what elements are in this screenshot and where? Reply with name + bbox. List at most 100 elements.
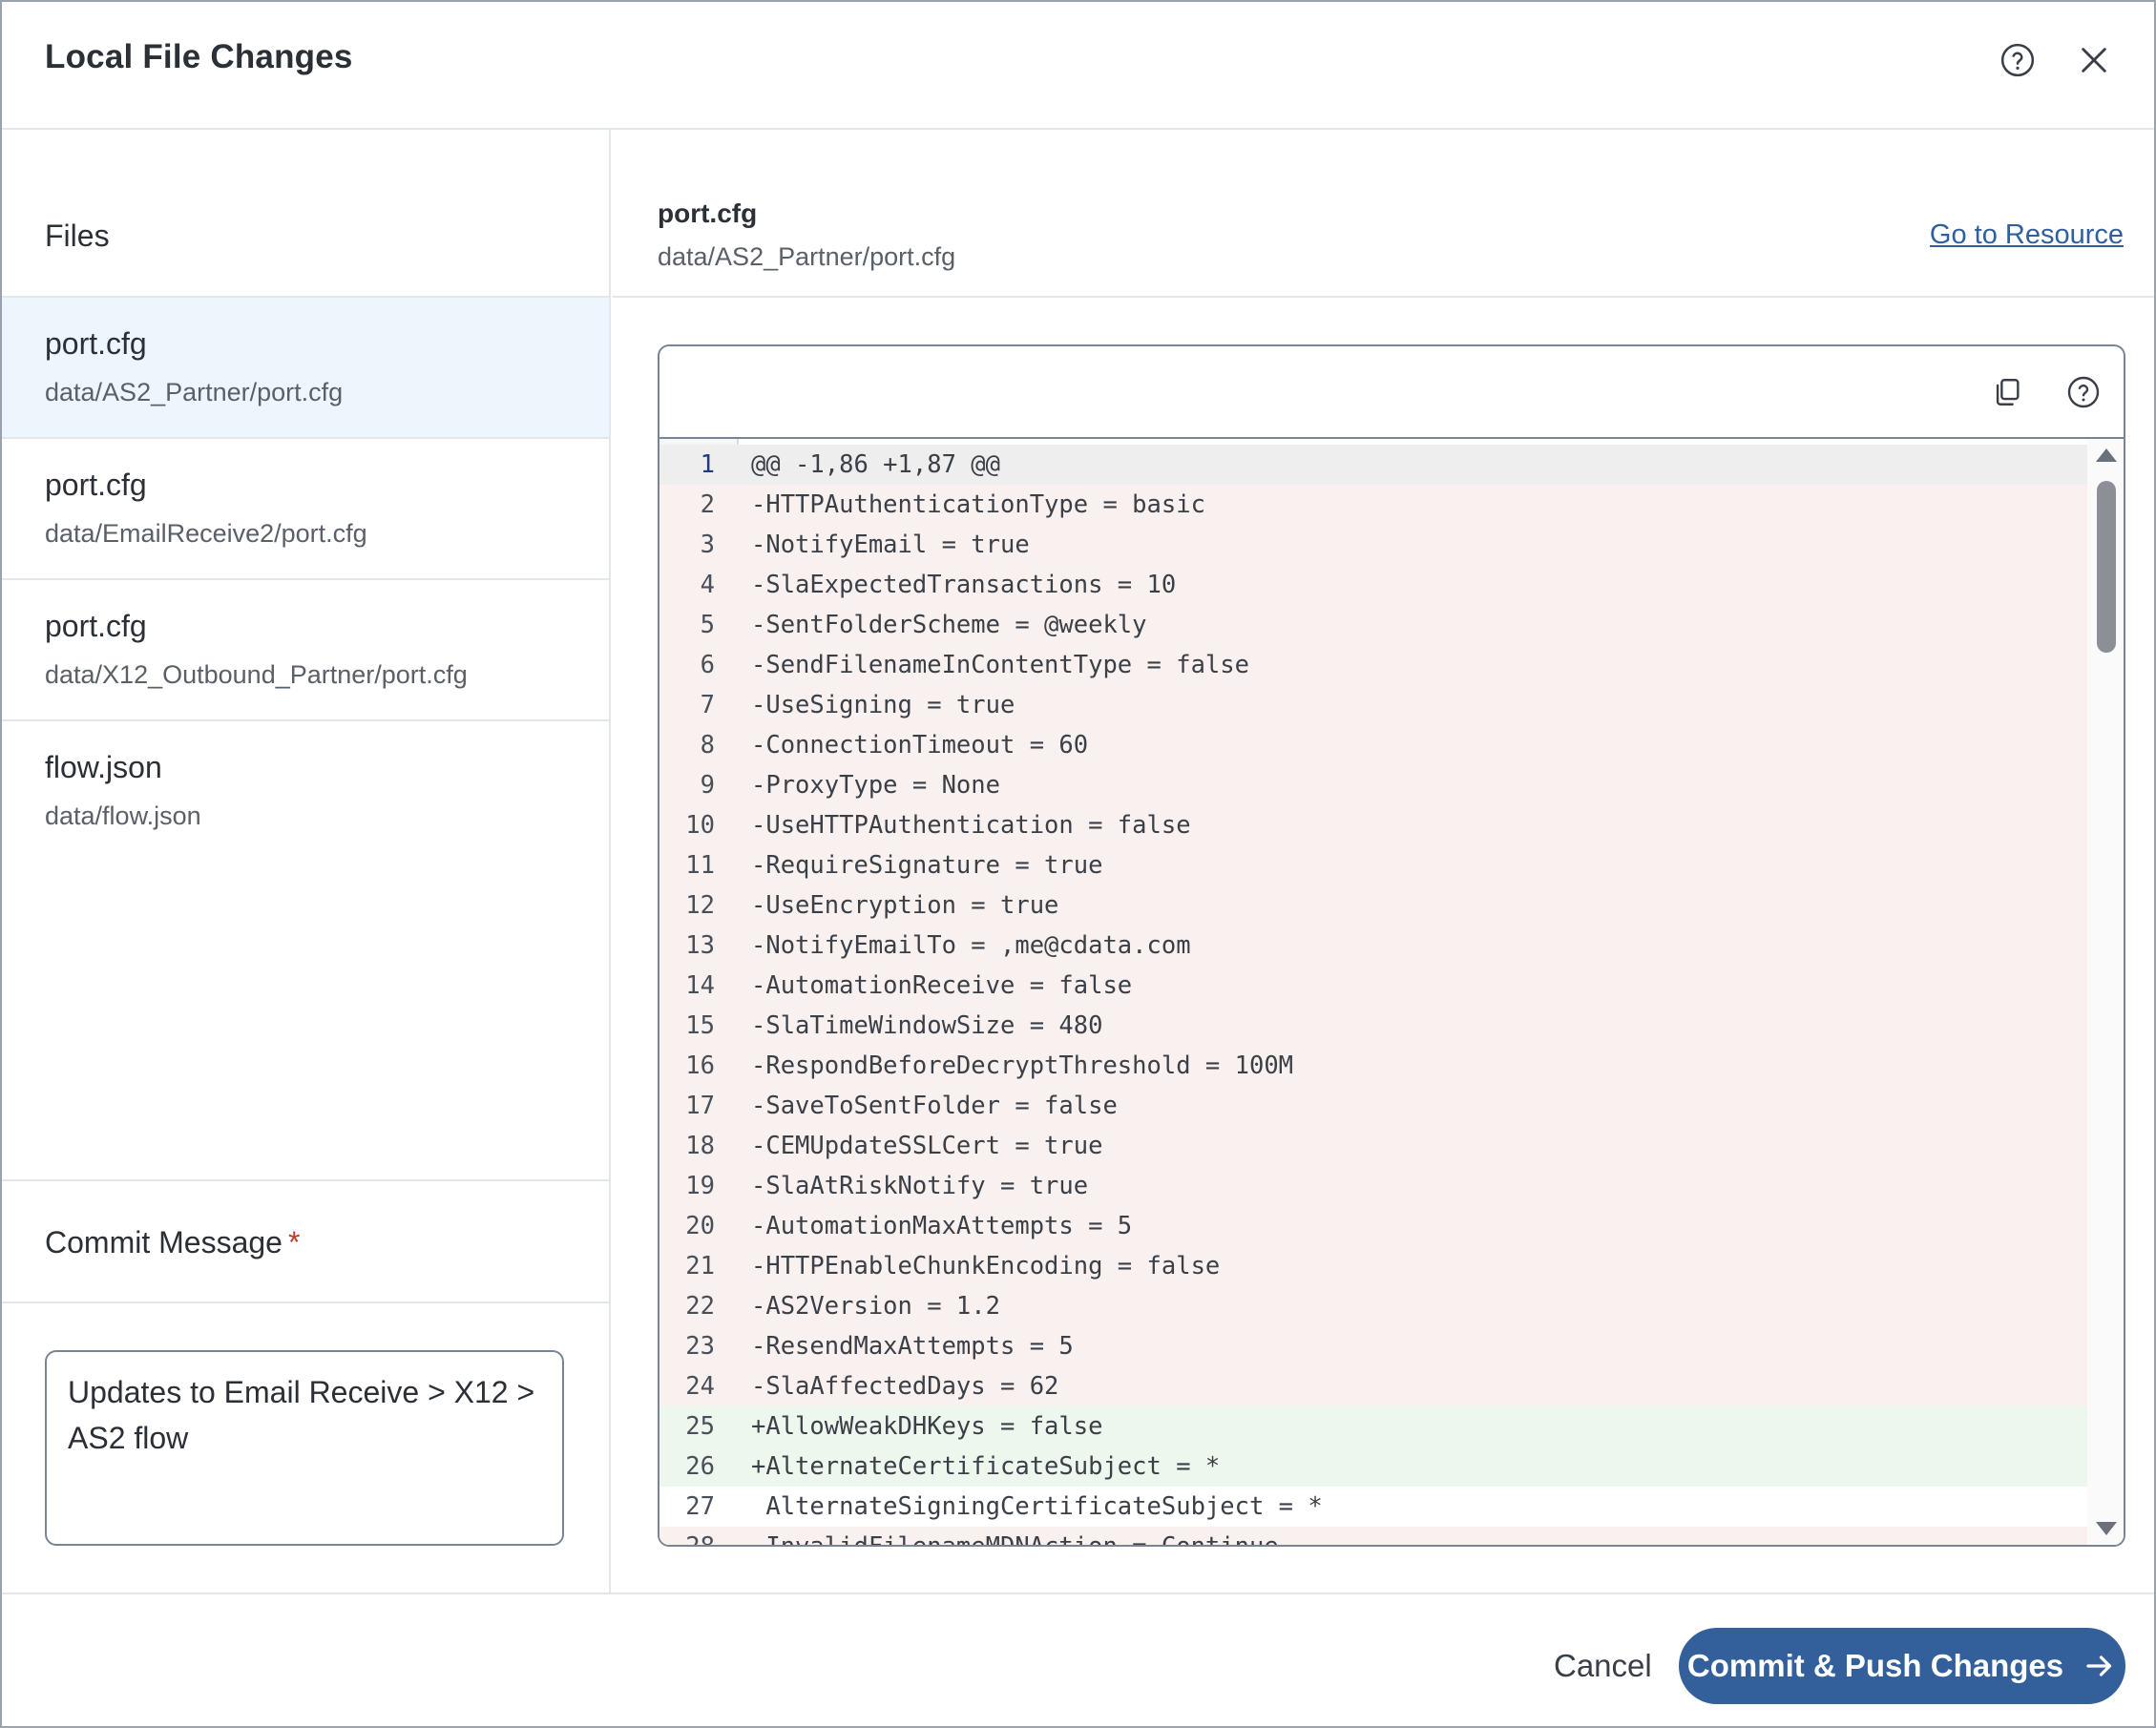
file-name: port.cfg bbox=[45, 326, 147, 361]
scroll-up-arrow-icon[interactable] bbox=[2096, 448, 2117, 462]
diff-line: 13-NotifyEmailTo = ,me@cdata.com bbox=[659, 926, 2089, 966]
commit-message-label: Commit Message* bbox=[45, 1225, 300, 1260]
file-item-email-receive2[interactable]: port.cfg data/EmailReceive2/port.cfg bbox=[2, 439, 609, 580]
diff-line: 14-AutomationReceive = false bbox=[659, 966, 2089, 1006]
copy-button[interactable] bbox=[1986, 371, 2028, 413]
copy-icon bbox=[1996, 379, 2020, 406]
help-circle-icon bbox=[2067, 376, 2100, 408]
line-number: 2 bbox=[700, 490, 715, 519]
diff-line: 26 +AlternateCertificateSubject = * bbox=[659, 1447, 2089, 1487]
line-number: 8 bbox=[700, 731, 715, 760]
editor-toolbar bbox=[659, 346, 2124, 439]
line-text: +AlternateCertificateSubject = * bbox=[751, 1452, 1221, 1481]
line-text: -UseHTTPAuthentication = false bbox=[751, 811, 1191, 840]
file-name: port.cfg bbox=[45, 609, 147, 643]
line-text: -SlaTimeWindowSize = 480 bbox=[751, 1011, 1103, 1040]
diff-line: 11 -RequireSignature = true bbox=[659, 845, 2089, 885]
line-text: -HTTPEnableChunkEncoding = false bbox=[751, 1252, 1221, 1280]
diff-line: 19-SlaAtRiskNotify = true bbox=[659, 1166, 2089, 1206]
vertical-scrollbar[interactable] bbox=[2087, 439, 2124, 1545]
cancel-button[interactable]: Cancel bbox=[1554, 1648, 1652, 1683]
line-number: 5 bbox=[700, 611, 715, 639]
diff-code-area[interactable]: 1 @@ -1,86 +1,87 @@ 2 -HTTPAuthenticationTy… bbox=[659, 439, 2089, 1547]
line-number: 3 bbox=[700, 531, 715, 559]
line-text: -RequireSignature = true bbox=[751, 851, 1103, 880]
line-text: -RespondBeforeDecryptThreshold = 100M bbox=[751, 1051, 1294, 1080]
files-header: Files bbox=[2, 174, 609, 298]
line-text: -HTTPAuthenticationType = basic bbox=[751, 490, 1205, 519]
diff-line: 10-UseHTTPAuthentication = false bbox=[659, 805, 2089, 845]
dialog-title: Local File Changes bbox=[45, 38, 353, 75]
line-number: 18 bbox=[685, 1132, 715, 1160]
commit-push-button[interactable]: Commit & Push Changes bbox=[1679, 1628, 2125, 1704]
line-text: -SendFilenameInContentType = false bbox=[751, 651, 1249, 679]
line-text: @@ -1,86 +1,87 @@ bbox=[751, 450, 1000, 479]
line-text: -ProxyType = None bbox=[751, 771, 1000, 800]
line-number: 26 bbox=[685, 1452, 715, 1481]
file-item-x12-outbound-partner[interactable]: port.cfg data/X12_Outbound_Partner/port.… bbox=[2, 580, 609, 721]
line-text: -SaveToSentFolder = false bbox=[751, 1092, 1118, 1120]
commit-message-label-text: Commit Message bbox=[45, 1225, 283, 1260]
commit-message-input[interactable]: Updates to Email Receive > X12 > AS2 flo… bbox=[45, 1350, 564, 1546]
arrow-right-icon bbox=[2083, 1649, 2117, 1683]
files-panel: Files port.cfg data/AS2_Partner/port.cfg… bbox=[2, 130, 611, 1593]
diff-file-name: port.cfg bbox=[658, 198, 758, 228]
diff-header: port.cfg data/AS2_Partner/port.cfg Go to… bbox=[613, 174, 2154, 298]
diff-line: 2 -HTTPAuthenticationType = basic bbox=[659, 485, 2089, 525]
scroll-down-arrow-icon[interactable] bbox=[2096, 1522, 2117, 1535]
diff-line: 18 -CEMUpdateSSLCert = true bbox=[659, 1126, 2089, 1166]
editor-help-button[interactable] bbox=[2062, 371, 2104, 413]
go-to-resource-link[interactable]: Go to Resource bbox=[1929, 219, 2124, 250]
line-text: -ConnectionTimeout = 60 bbox=[751, 731, 1089, 760]
line-text: -InvalidFilenameMDNAction = Continue bbox=[751, 1532, 1279, 1547]
line-number: 14 bbox=[685, 971, 715, 1000]
line-text: -UseSigning = true bbox=[751, 691, 1015, 719]
line-number: 24 bbox=[685, 1372, 715, 1401]
line-text: -AS2Version = 1.2 bbox=[751, 1292, 1000, 1321]
diff-line: 17 -SaveToSentFolder = false bbox=[659, 1086, 2089, 1126]
files-header-label: Files bbox=[45, 219, 110, 253]
line-text: -CEMUpdateSSLCert = true bbox=[751, 1132, 1103, 1160]
diff-line: 21 -HTTPEnableChunkEncoding = false bbox=[659, 1246, 2089, 1286]
line-number: 1 bbox=[700, 450, 715, 479]
line-number: 28 bbox=[685, 1532, 715, 1547]
help-button[interactable] bbox=[1996, 38, 2040, 82]
required-marker: * bbox=[287, 1225, 301, 1260]
line-number: 21 bbox=[685, 1252, 715, 1280]
line-number: 20 bbox=[685, 1212, 715, 1240]
file-item-as2-partner[interactable]: port.cfg data/AS2_Partner/port.cfg bbox=[2, 298, 609, 439]
file-name: flow.json bbox=[45, 750, 162, 784]
line-text: +AllowWeakDHKeys = false bbox=[751, 1412, 1103, 1441]
line-number: 25 bbox=[685, 1412, 715, 1441]
line-number: 19 bbox=[685, 1172, 715, 1200]
diff-line: 1 @@ -1,86 +1,87 @@ bbox=[659, 445, 2089, 485]
line-text: -SlaAffectedDays = 62 bbox=[751, 1372, 1059, 1401]
line-number: 17 bbox=[685, 1092, 715, 1120]
line-text: -NotifyEmail = true bbox=[751, 531, 1030, 559]
diff-file-path: data/AS2_Partner/port.cfg bbox=[658, 242, 956, 271]
diff-line: 25 +AllowWeakDHKeys = false bbox=[659, 1406, 2089, 1447]
diff-line: 8 -ConnectionTimeout = 60 bbox=[659, 725, 2089, 765]
scrollbar-thumb[interactable] bbox=[2097, 481, 2116, 653]
file-path: data/X12_Outbound_Partner/port.cfg bbox=[45, 660, 468, 689]
diff-editor: 1 @@ -1,86 +1,87 @@ 2 -HTTPAuthenticationTy… bbox=[658, 344, 2125, 1547]
file-path: data/EmailReceive2/port.cfg bbox=[45, 519, 367, 548]
diff-line: 15 -SlaTimeWindowSize = 480 bbox=[659, 1006, 2089, 1046]
diff-line: 9-ProxyType = None bbox=[659, 765, 2089, 805]
line-number: 4 bbox=[700, 571, 715, 599]
file-list: port.cfg data/AS2_Partner/port.cfg port.… bbox=[2, 298, 609, 863]
diff-line: 28 -InvalidFilenameMDNAction = Continue bbox=[659, 1527, 2089, 1547]
diff-line: 16-RespondBeforeDecryptThreshold = 100M bbox=[659, 1046, 2089, 1086]
close-button[interactable] bbox=[2072, 38, 2116, 82]
commit-push-label: Commit & Push Changes bbox=[1686, 1648, 2064, 1683]
diff-line: 22 -AS2Version = 1.2 bbox=[659, 1286, 2089, 1326]
line-number: 22 bbox=[685, 1292, 715, 1321]
help-circle-icon bbox=[2000, 43, 2035, 77]
file-item-flow-json[interactable]: flow.json data/flow.json bbox=[2, 721, 609, 863]
dialog-footer: Cancel Commit & Push Changes bbox=[2, 1593, 2154, 1726]
close-icon bbox=[2082, 48, 2106, 73]
line-number: 15 bbox=[685, 1011, 715, 1040]
line-number: 11 bbox=[685, 851, 715, 880]
line-text: -UseEncryption = true bbox=[751, 891, 1059, 920]
